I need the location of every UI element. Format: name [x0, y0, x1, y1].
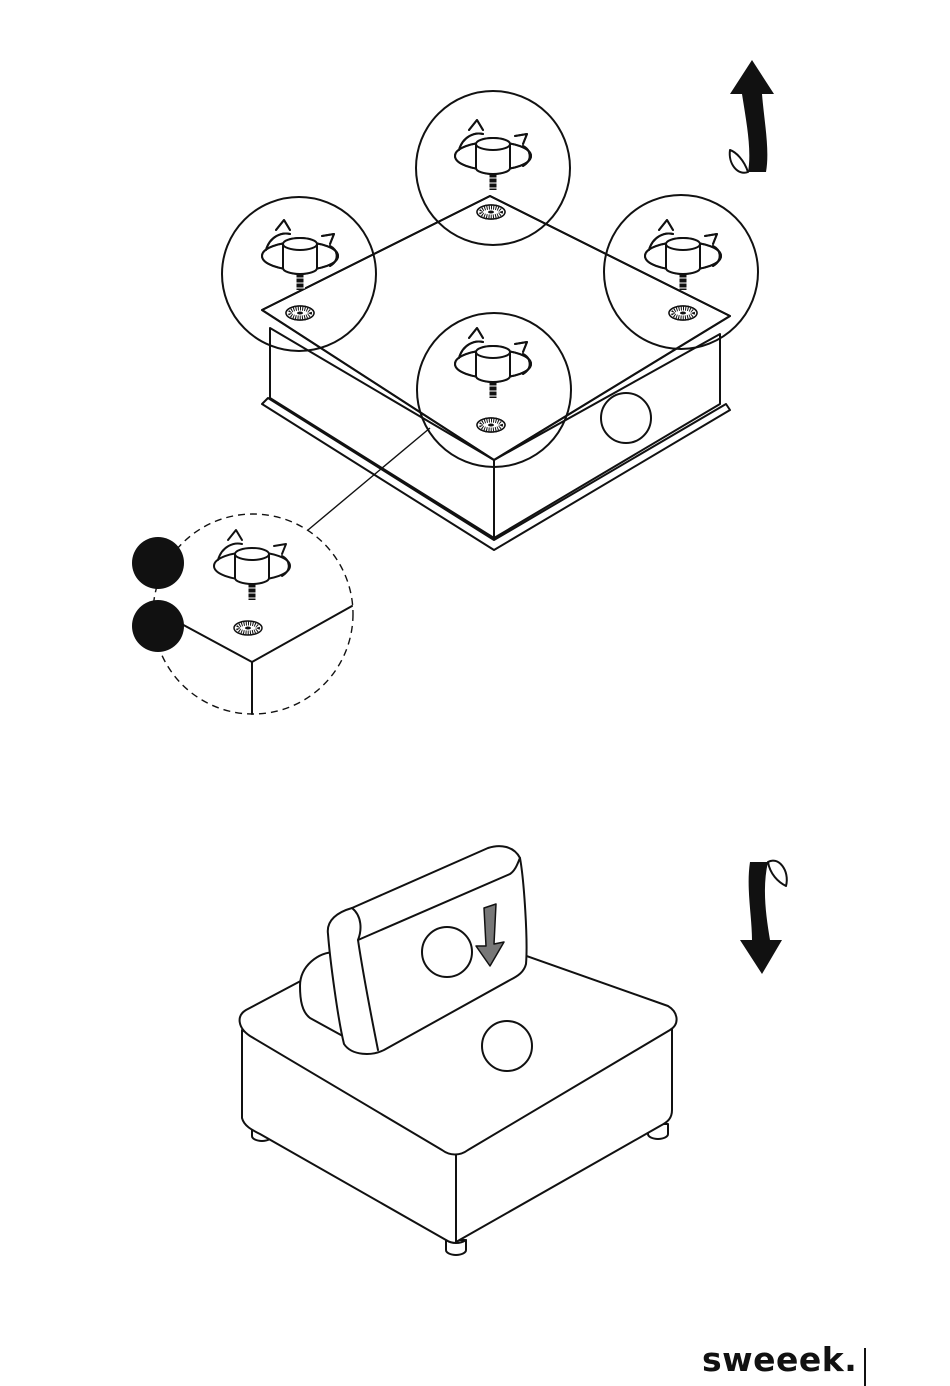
step-2-seat-assembled	[240, 846, 677, 1255]
rotate-down-icon	[740, 861, 787, 974]
detail-marker-2	[132, 600, 184, 652]
brand-logo: sweeek.	[702, 1343, 857, 1376]
zoom-detail	[152, 514, 353, 714]
rotate-up-icon	[730, 60, 774, 173]
detail-marker-1	[132, 537, 184, 589]
brand-divider	[864, 1348, 866, 1386]
